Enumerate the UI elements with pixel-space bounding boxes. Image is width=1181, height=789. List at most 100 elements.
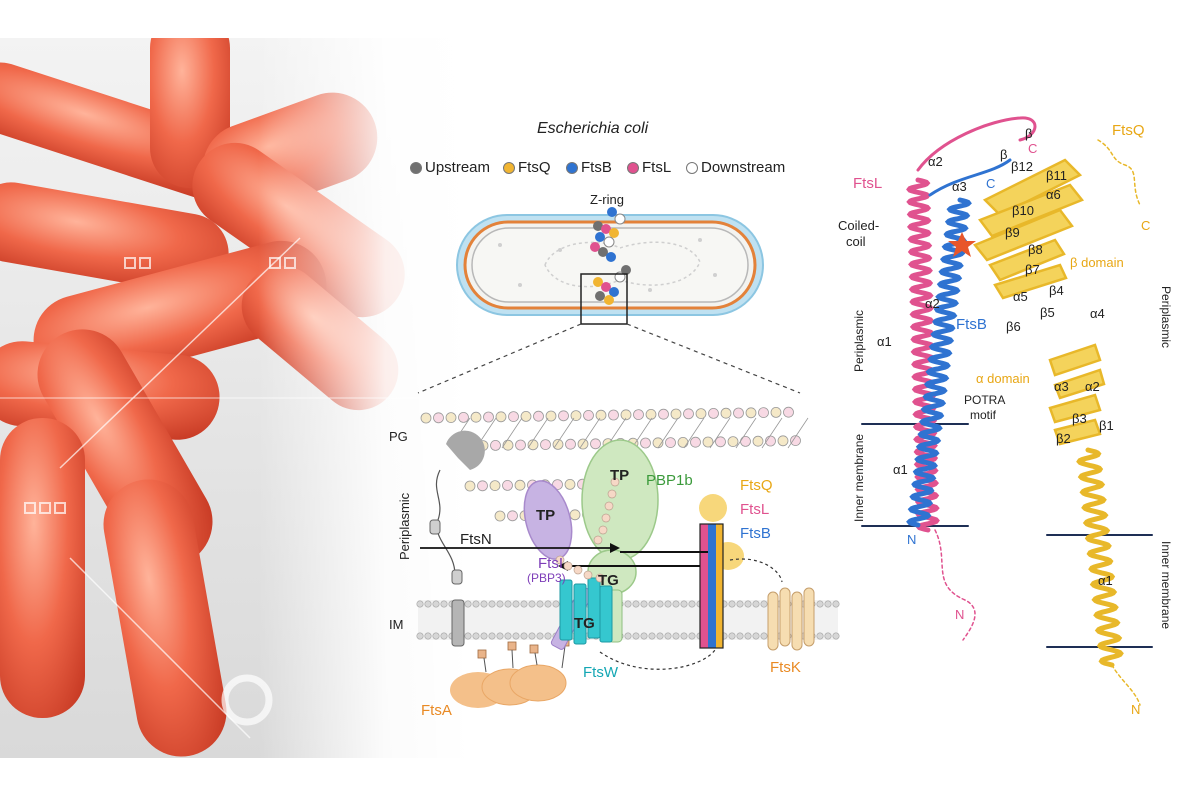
alpha-domain-label: α domain <box>976 371 1030 386</box>
pg-bead <box>790 435 801 447</box>
ftsl-alpha1-label: α1 <box>877 334 892 349</box>
lipid-head <box>632 632 640 640</box>
periplasmic-label: Periplasmic <box>397 492 412 560</box>
tg-lower-label: TG <box>574 615 595 632</box>
lipid-head <box>544 600 552 608</box>
pbp3-label: (PBP3) <box>527 571 566 585</box>
pg-bead <box>458 411 469 423</box>
lipid-head <box>752 600 760 608</box>
lipid-head <box>816 600 824 608</box>
pg-bead <box>464 480 476 492</box>
lipid-head <box>656 600 664 608</box>
pg-bead <box>640 437 651 449</box>
ftsl-alpha2-label: α2 <box>928 154 943 169</box>
lipid-head <box>432 632 440 640</box>
lipid-head <box>472 632 480 640</box>
b5-label: β5 <box>1040 305 1055 320</box>
pg-bead <box>565 438 576 450</box>
pg-bead <box>520 410 532 422</box>
zoom-box <box>580 273 628 325</box>
ftsb-structure-label: FtsB <box>956 316 987 333</box>
pg-bead <box>490 439 501 451</box>
ftsb-label: FtsB <box>740 525 771 542</box>
legend-ftsb-swatch <box>566 162 578 174</box>
z-ring-label: Z-ring <box>590 192 624 207</box>
lipid-head <box>672 632 680 640</box>
pg-bead <box>420 412 432 424</box>
pg-bead <box>670 408 682 420</box>
lipid-head <box>480 600 488 608</box>
lipid-head <box>480 632 488 640</box>
lipid-head <box>744 600 752 608</box>
legend-downstream-swatch <box>686 162 698 174</box>
lipid-head <box>464 632 472 640</box>
pg-bead <box>495 411 507 423</box>
pg-bead <box>583 409 594 421</box>
pg-bead <box>733 407 744 419</box>
pg-bead <box>494 510 506 522</box>
a6-label: α6 <box>1046 187 1061 202</box>
tg-upper-label: TG <box>598 572 619 589</box>
ftsq-c-terminus: C <box>1141 218 1151 233</box>
lipid-head <box>488 632 496 640</box>
pg-bead <box>752 435 764 447</box>
lipid-head <box>528 600 536 608</box>
lipid-head <box>520 632 528 640</box>
lipid-head <box>432 600 440 608</box>
pg-crosslink <box>709 417 731 449</box>
star-marker <box>948 232 976 257</box>
ftsl-structure-title: FtsL <box>853 175 883 192</box>
a4-label: α4 <box>1090 306 1105 321</box>
lipid-head <box>760 632 768 640</box>
pg-bead <box>690 436 701 448</box>
pg-bead <box>445 412 457 424</box>
ftsl-c-terminus: C <box>1028 141 1038 156</box>
pg-bead <box>715 436 726 448</box>
ftsk-label: FtsK <box>770 659 801 676</box>
b10-label: β10 <box>1012 203 1034 218</box>
b9-label: β9 <box>1005 225 1020 240</box>
legend-ftsq: FtsQ <box>518 159 551 176</box>
pg-bead <box>620 409 632 421</box>
pg-bead <box>552 438 564 450</box>
lipid-head <box>440 600 448 608</box>
pbp1b-label: PBP1b <box>646 472 693 489</box>
legend-ftsl: FtsL <box>642 159 672 176</box>
inner-membrane-left-label: Inner membrane <box>852 433 866 522</box>
lipid-head <box>640 632 648 640</box>
pg-bead <box>702 436 714 448</box>
pg-bead <box>708 407 719 419</box>
inner-membrane-right-label: Inner membrane <box>1159 541 1173 630</box>
beta-domain-label: β domain <box>1070 255 1124 270</box>
ftsb-n-terminus: N <box>907 532 917 547</box>
pg-bead <box>683 408 694 420</box>
b8-label: β8 <box>1028 242 1043 257</box>
ftsi-label: FtsI <box>538 555 563 572</box>
lipid-head <box>648 600 656 608</box>
lipid-head <box>688 632 696 640</box>
pg-bead <box>665 437 676 449</box>
lipid-head <box>688 600 696 608</box>
tp-ftsi-label: TP <box>536 507 556 524</box>
beta-top2-label: β <box>1000 147 1008 162</box>
pg-bead <box>677 436 689 448</box>
legend-ftsq-swatch <box>503 162 515 174</box>
legend-ftsb: FtsB <box>581 159 612 176</box>
lipid-head <box>496 600 504 608</box>
coiled-label: Coiled- <box>838 218 880 233</box>
tp-pbp1b-label: TP <box>610 467 630 484</box>
pg-bead <box>477 480 488 492</box>
pg-bead <box>777 435 789 447</box>
pg-bead <box>527 439 539 451</box>
pg-bead <box>758 407 769 419</box>
ftsb-alpha1-label: α1 <box>893 462 908 477</box>
z-ring-proteins <box>590 207 631 305</box>
beta-top-label: β <box>1025 126 1033 141</box>
pg-bead <box>507 510 518 522</box>
lipid-head <box>624 632 632 640</box>
bacteria-photo <box>0 38 470 758</box>
pg-bead <box>514 479 526 491</box>
im-label: IM <box>389 617 404 632</box>
lipid-head <box>736 632 744 640</box>
